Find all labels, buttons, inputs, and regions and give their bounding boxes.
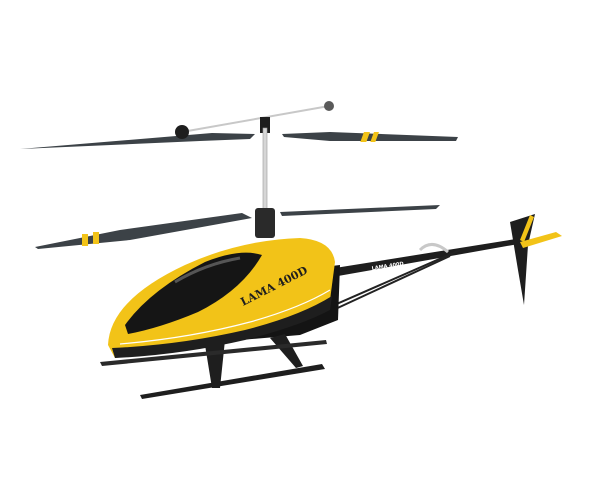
tail-fin (510, 214, 535, 305)
tail-servo-arm (418, 243, 449, 254)
rotor-hub-lower (255, 208, 275, 238)
skid-strut-front (205, 340, 225, 388)
skid-right (100, 340, 327, 366)
lower-rotor-stripe-2 (93, 232, 99, 244)
tail-rotor-blade-down (520, 232, 562, 248)
tailboom-label: LAMA 400D (371, 261, 404, 272)
main-shaft (262, 127, 268, 221)
canopy-side-stripe (119, 289, 331, 345)
lower-rotor-stripe-1 (82, 234, 88, 246)
skid-left (140, 364, 325, 399)
canopy-window-reflection (174, 256, 241, 284)
canopy: LAMA 400D (108, 238, 335, 358)
flybar-weight-left (175, 125, 189, 139)
upper-rotor-stripe-1 (360, 132, 370, 142)
upper-rotor-blade-left (20, 133, 255, 149)
flybar (181, 105, 330, 133)
lower-rotor-blade-left (35, 213, 252, 249)
upper-rotor-blade-right (282, 132, 458, 141)
rotor-hub-upper (260, 117, 270, 133)
landing-gear (100, 334, 327, 399)
flybar-weight-right (324, 101, 334, 111)
skid-strut-rear (270, 334, 303, 368)
tail-boom (335, 238, 524, 276)
tail-rotor-blade-up (520, 215, 534, 242)
upper-rotor (20, 101, 458, 149)
canopy-lower-trim (112, 296, 332, 358)
canopy-window (125, 252, 262, 334)
lower-rotor (35, 205, 440, 249)
upper-rotor-stripe-2 (370, 132, 379, 142)
lower-rotor-blade-right (280, 205, 440, 216)
